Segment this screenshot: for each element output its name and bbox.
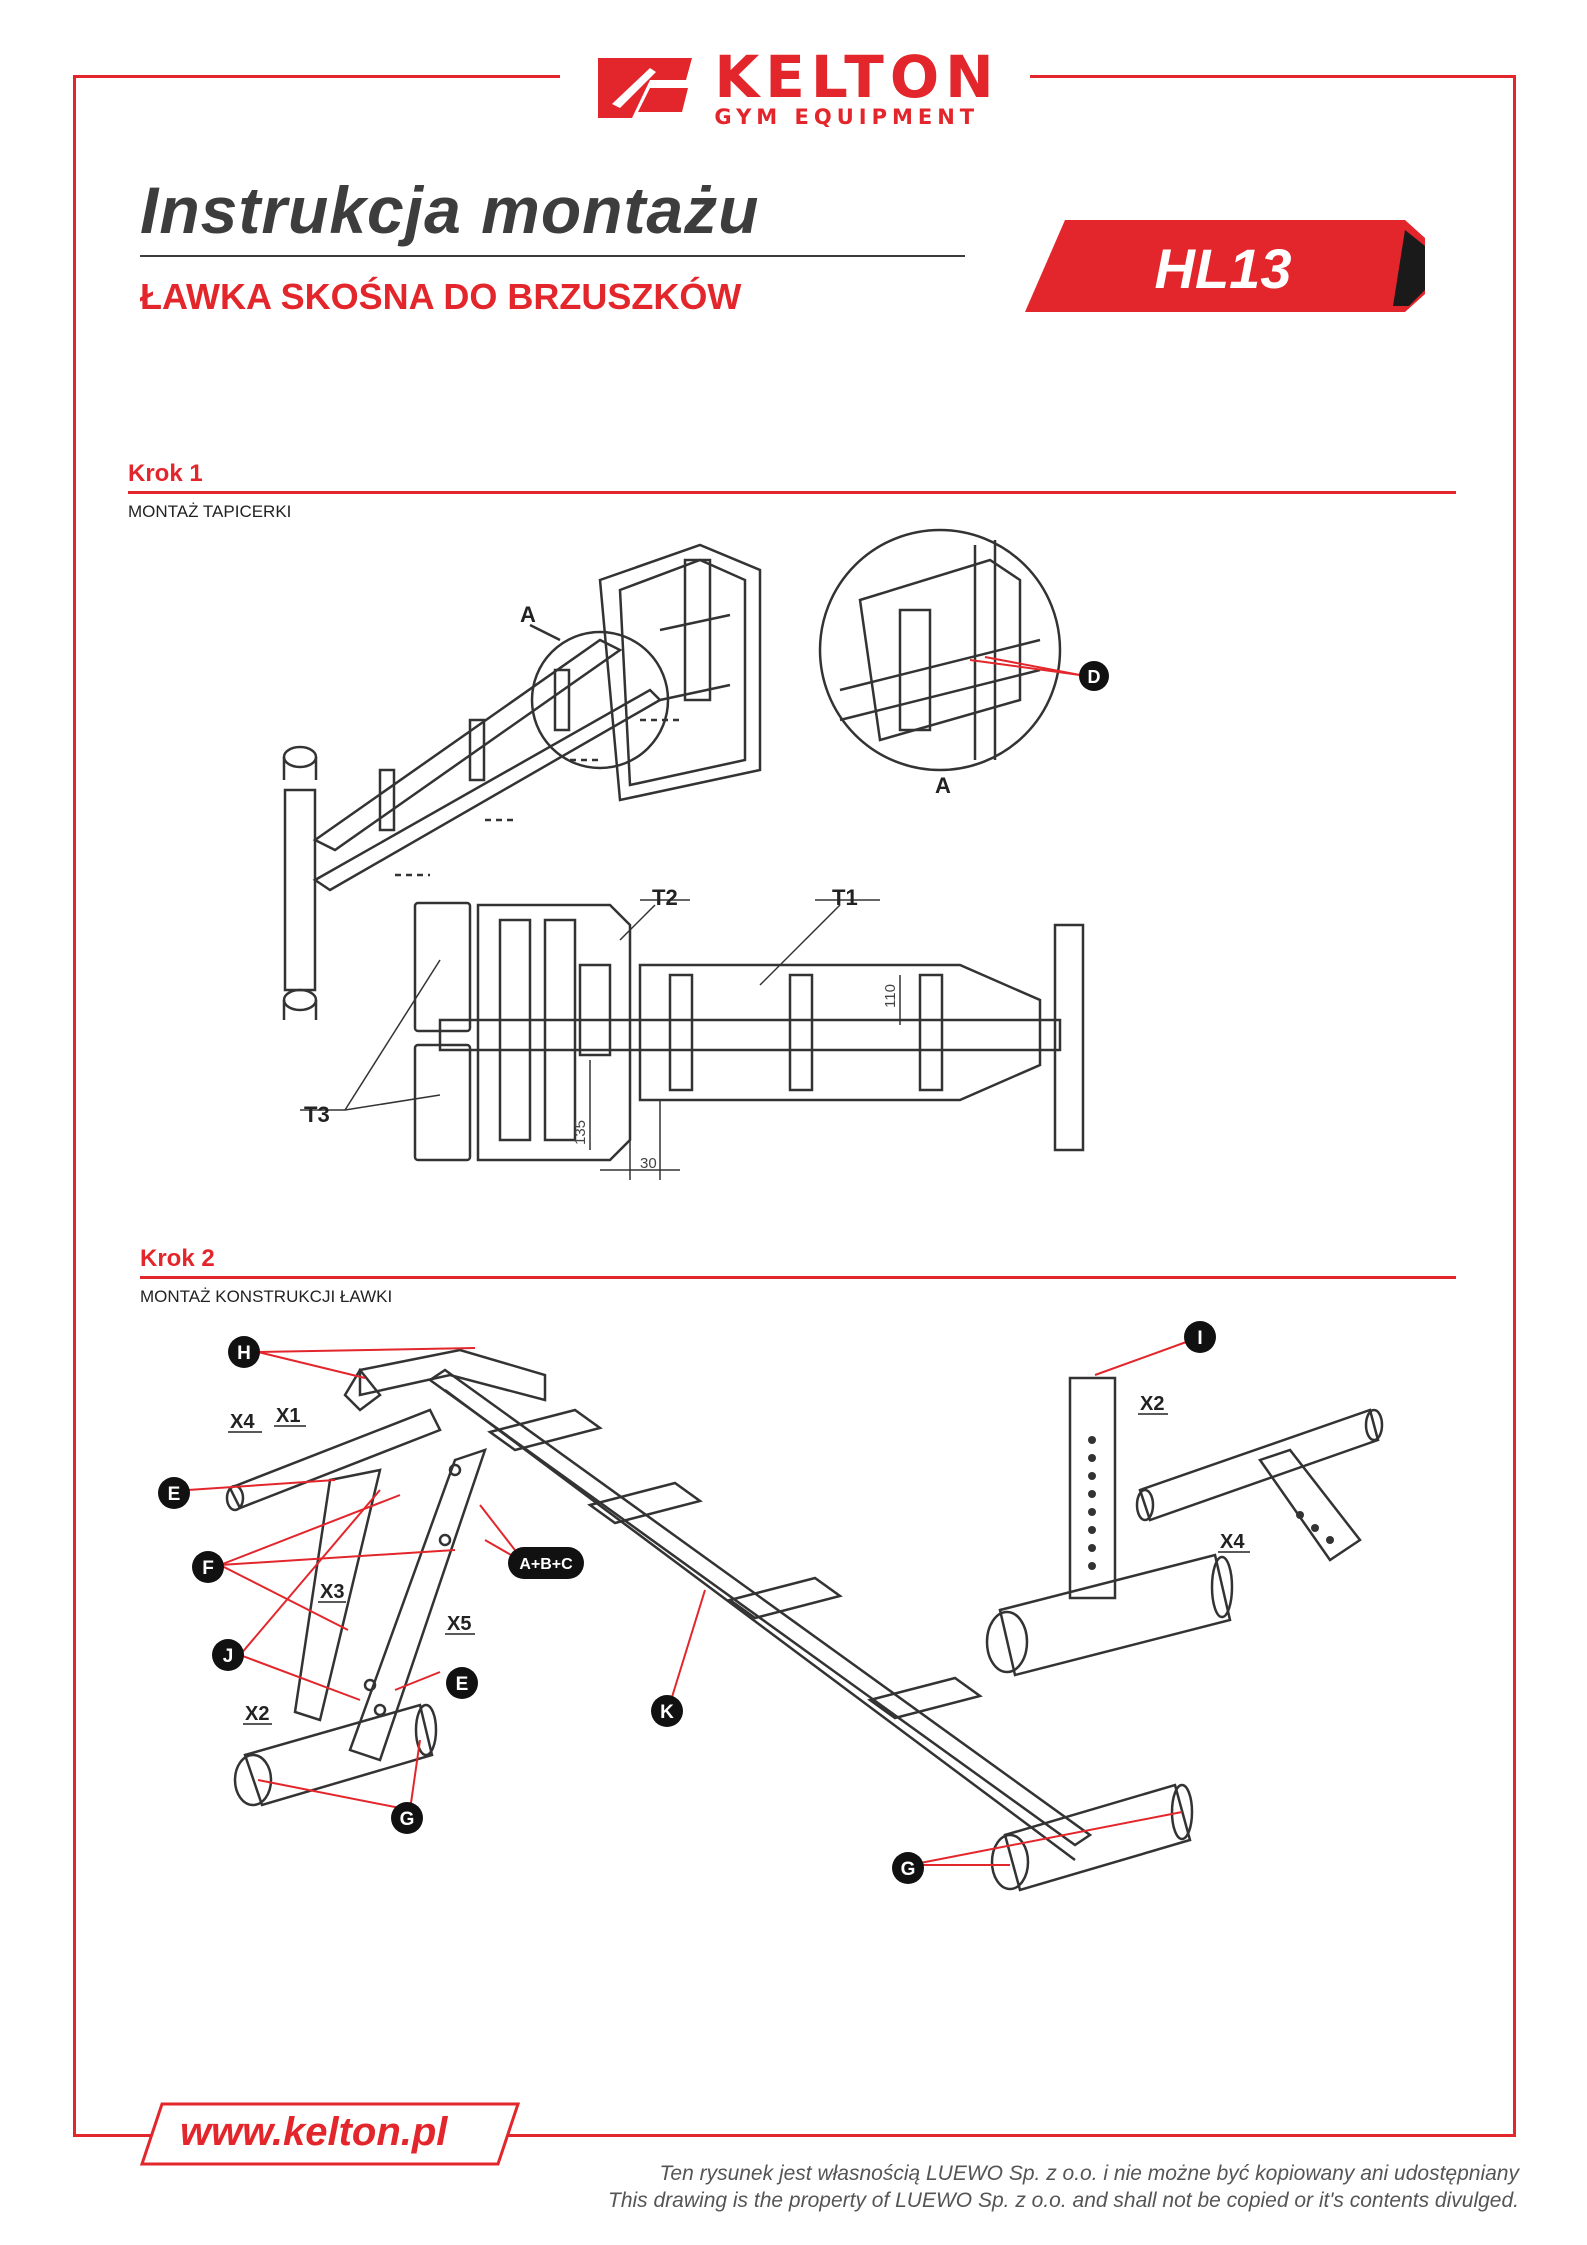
step2-divider [140,1276,1456,1279]
step1-title: Krok 1 [128,460,203,487]
brand-name: KELTON [714,42,1000,111]
page-border [73,75,1516,2137]
website-link[interactable]: www.kelton.pl [180,2110,448,2154]
notice-english: This drawing is the property of LUEWO Sp… [608,2189,1519,2212]
product-name: ŁAWKA SKOŚNA DO BRZUSZKÓW [140,276,742,317]
brand-tagline: GYM EQUIPMENT [714,104,980,129]
model-code: HL13 [1154,237,1292,300]
step2-title: Krok 2 [140,1245,215,1272]
copyright-notice: Ten rysunek jest własnością LUEWO Sp. z … [608,2160,1519,2214]
page-title: Instrukcja montażu [140,173,760,247]
kelton-mark-icon [598,57,693,118]
title-divider [140,255,965,257]
step1-subtitle: MONTAŻ TAPICERKI [128,502,292,521]
step1-divider [128,491,1456,494]
step2-subtitle: MONTAŻ KONSTRUKCJI ŁAWKI [140,1287,393,1306]
notice-polish: Ten rysunek jest własnością LUEWO Sp. z … [659,2162,1519,2185]
website-badge [140,2102,520,2166]
kelton-logo: KELTON GYM EQUIPMENT [560,40,1030,135]
model-badge [1025,220,1425,312]
